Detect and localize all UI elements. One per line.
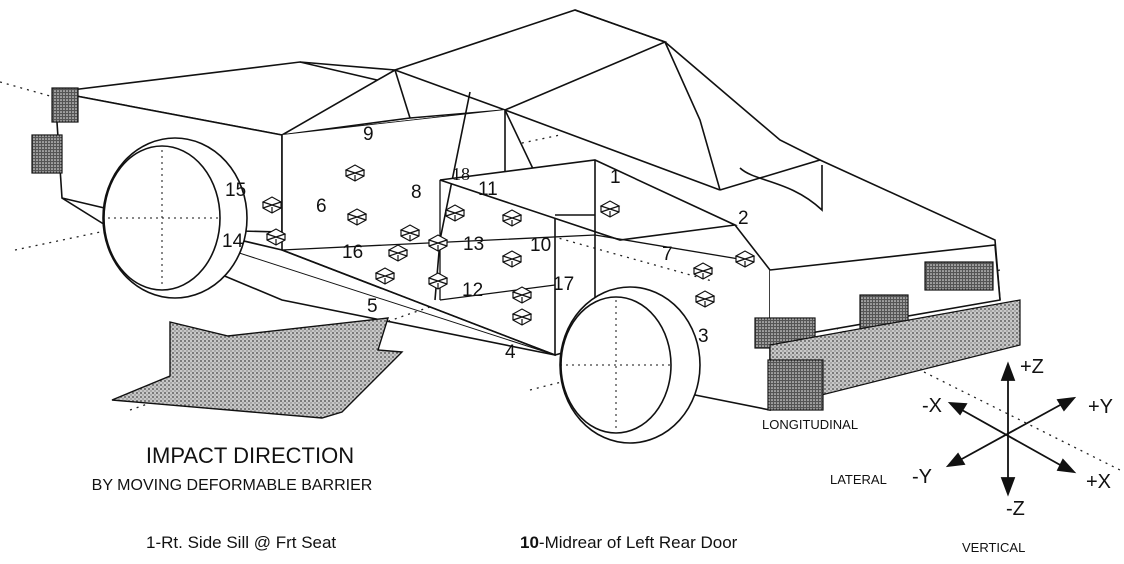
label-16: 16 (342, 242, 363, 263)
sensor-marker (427, 234, 449, 252)
label-13: 13 (463, 234, 484, 255)
legend-item-1-text: -Rt. Side Sill @ Frt Seat (155, 533, 336, 552)
impact-title: IMPACT DIRECTION (146, 443, 354, 468)
axis-lateral: LATERAL (830, 472, 887, 487)
sensor-marker (399, 224, 421, 242)
sensor-marker (444, 204, 466, 222)
sensor-marker (694, 290, 716, 308)
front-wheel (559, 286, 701, 444)
label-5: 5 (367, 296, 378, 317)
label-15: 15 (225, 180, 246, 201)
sensor-marker (501, 209, 523, 227)
legend-item-10-number: 10 (520, 533, 539, 552)
label-6: 6 (316, 196, 327, 217)
sensor-marker (501, 250, 523, 268)
sensor-marker (427, 272, 449, 290)
sensor-marker (265, 228, 287, 246)
impact-subtitle: BY MOVING DEFORMABLE BARRIER (92, 477, 373, 494)
location-labels: 1 2 3 4 5 6 7 8 9 10 11 12 13 14 15 16 1… (222, 124, 749, 363)
sensor-marker (374, 267, 396, 285)
axis-neg-y: -Y (912, 466, 932, 488)
axis-longitudinal: LONGITUDINAL (762, 417, 858, 432)
label-4: 4 (505, 342, 516, 363)
label-9: 9 (363, 124, 374, 145)
front-grille (754, 261, 1021, 411)
axis-neg-z: -Z (1006, 498, 1025, 520)
sensor-marker (692, 262, 714, 280)
legend-item-10-text: -Midrear of Left Rear Door (539, 533, 738, 552)
label-12: 12 (462, 280, 483, 301)
label-7: 7 (662, 244, 673, 265)
label-18: 18 (452, 164, 470, 184)
label-8: 8 (411, 182, 422, 203)
sensor-marker (261, 196, 283, 214)
sensor-marker (511, 308, 533, 326)
sensor-marker (344, 164, 366, 182)
axis-pos-y: +Y (1088, 396, 1113, 418)
axis-pos-x: +X (1086, 471, 1111, 493)
location-legend: 1-Rt. Side Sill @ Frt Seat 10-Midrear of… (146, 533, 738, 552)
label-1: 1 (610, 167, 621, 188)
sensor-markers (261, 164, 756, 326)
tail-lights (31, 87, 79, 174)
sensor-marker (511, 286, 533, 304)
axis-pos-z: +Z (1020, 356, 1044, 378)
sensor-marker (734, 250, 756, 268)
label-11: 11 (478, 179, 498, 200)
axis-vertical: VERTICAL (962, 540, 1025, 555)
impact-arrow (111, 317, 404, 419)
legend-item-10: 10-Midrear of Left Rear Door (520, 533, 738, 552)
label-10: 10 (530, 235, 551, 256)
sensor-marker (346, 208, 368, 226)
label-14: 14 (222, 231, 244, 252)
sensor-marker (599, 200, 621, 218)
legend-item-1: 1-Rt. Side Sill @ Frt Seat (146, 533, 336, 552)
sensor-marker (387, 244, 409, 262)
label-17: 17 (553, 274, 574, 295)
label-2: 2 (738, 208, 749, 229)
label-3: 3 (698, 326, 709, 347)
axis-neg-x: -X (922, 395, 942, 417)
coordinate-axes (945, 361, 1077, 497)
legend-item-1-number: 1 (146, 533, 155, 552)
rear-wheel (102, 137, 248, 299)
